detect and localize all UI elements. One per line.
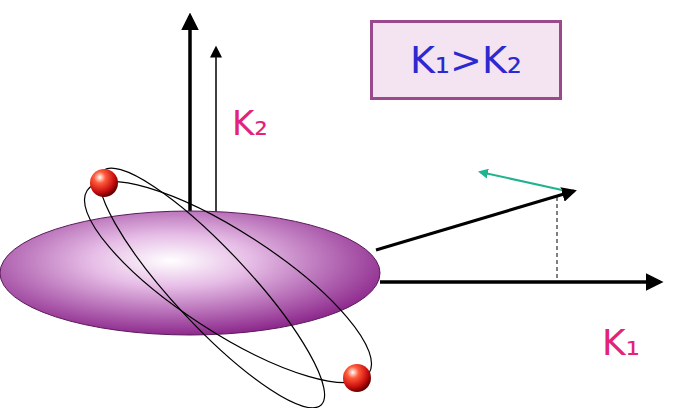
- precession-arrow: [480, 172, 562, 190]
- projection-line: [557, 197, 558, 280]
- electron: [90, 169, 118, 197]
- condition-box: K₁>K₂: [370, 20, 562, 100]
- axis-label: K₂: [232, 103, 268, 143]
- orbit: [75, 145, 349, 408]
- axis-label: K₁: [602, 322, 640, 363]
- spin-vector: [376, 191, 574, 250]
- k2-axis: [188, 16, 192, 235]
- electron: [343, 364, 371, 392]
- k1-axis: [380, 280, 660, 284]
- box-text: K₁>K₂: [410, 38, 522, 82]
- k2-vector: [215, 48, 217, 220]
- orbit: [60, 149, 396, 408]
